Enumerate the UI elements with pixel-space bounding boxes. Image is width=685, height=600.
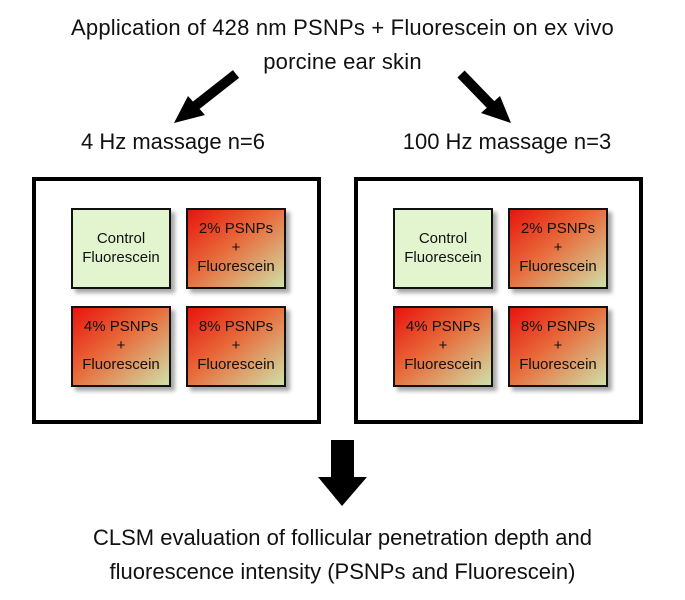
cell-text: Fluorescein [197,355,275,373]
arrow-down-icon [318,440,367,506]
arrow-down-left-icon [174,70,240,123]
cell-4pct-psnps-fluorescein: 4% PSNPs + Fluorescein [71,306,171,387]
cell-text: + [116,337,126,355]
cell-text: + [231,239,241,257]
cell-text: Fluorescein [82,248,160,266]
cell-control-fluorescein: Control Fluorescein [71,208,171,289]
group-label-4hz: 4 Hz massage n=6 [80,129,266,154]
cell-text: Fluorescein [197,257,275,275]
cell-text: Fluorescein [404,248,482,266]
cell-text: 2% PSNPs [520,220,596,238]
cell-text: Fluorescein [82,355,160,373]
title-line-1: Application of 428 nm PSNPs + Fluorescei… [71,15,614,40]
cell-text: 2% PSNPs [198,220,274,238]
cell-text: + [553,337,563,355]
cell-text: Fluorescein [519,355,597,373]
panel-100hz-massage: Control Fluorescein 2% PSNPs + Fluoresce… [354,177,643,424]
cell-text: Fluorescein [404,355,482,373]
cell-text: + [231,337,241,355]
evaluation-line-1: CLSM evaluation of follicular penetratio… [93,525,592,550]
cell-control-fluorescein: Control Fluorescein [393,208,493,289]
cell-8pct-psnps-fluorescein: 8% PSNPs + Fluorescein [186,306,286,387]
arrow-down-right-icon [457,70,511,123]
title-line-2: porcine ear skin [263,49,422,74]
cell-text: + [438,337,448,355]
cell-text: 8% PSNPs [520,318,596,336]
evaluation-line-2: fluorescence intensity (PSNPs and Fluore… [109,559,576,584]
cell-text: 8% PSNPs [198,318,274,336]
cell-text: Control [96,229,146,247]
cell-text: 4% PSNPs [83,318,159,336]
cell-2pct-psnps-fluorescein: 2% PSNPs + Fluorescein [186,208,286,289]
cell-8pct-psnps-fluorescein: 8% PSNPs + Fluorescein [508,306,608,387]
group-label-100hz: 100 Hz massage n=3 [402,129,612,154]
cell-2pct-psnps-fluorescein: 2% PSNPs + Fluorescein [508,208,608,289]
cell-text: Fluorescein [519,257,597,275]
cell-4pct-psnps-fluorescein: 4% PSNPs + Fluorescein [393,306,493,387]
cell-text: Control [418,229,468,247]
panel-4hz-massage: Control Fluorescein 2% PSNPs + Fluoresce… [32,177,321,424]
cell-text: 4% PSNPs [405,318,481,336]
cell-text: + [553,239,563,257]
